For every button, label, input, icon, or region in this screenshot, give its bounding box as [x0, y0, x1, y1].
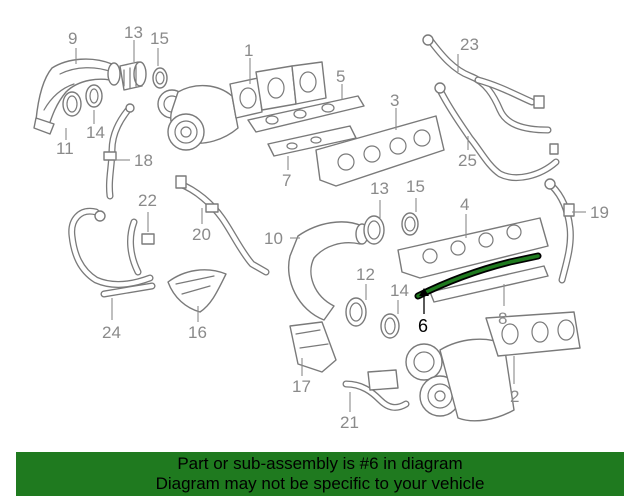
callout-18: 18: [134, 151, 153, 170]
ring-14b-part: [380, 313, 400, 339]
callout-3: 3: [390, 91, 399, 110]
coupler-12-part: [345, 297, 367, 327]
callout-2: 2: [510, 387, 519, 406]
callout-15b: 15: [406, 177, 425, 196]
callout-23: 23: [460, 35, 479, 54]
callout-8: 8: [498, 309, 507, 328]
coupler-13-part: [119, 61, 147, 91]
coolant-line-24-part: [68, 207, 156, 298]
turbocharger-1-part: [157, 61, 327, 151]
intake-pipe-10-part: [288, 221, 369, 321]
callout-4: 4: [460, 195, 469, 214]
coolant-line-20-part: [175, 175, 270, 276]
manifold-flange-4-part: [397, 217, 549, 279]
parts-diagram: 9 13 15 1 5 3 23 11 14 18 7 25 19 22 20 …: [33, 23, 609, 432]
callout-16: 16: [188, 323, 207, 342]
callout-14: 14: [86, 123, 105, 142]
ring-15b-part: [401, 212, 419, 236]
callout-12: 12: [356, 265, 375, 284]
callout-9: 9: [68, 29, 77, 48]
clamp-14-part: [62, 84, 103, 117]
turbocharger-2-part: [405, 311, 581, 422]
leader-lines: [65, 40, 586, 412]
part-info-banner: Part or sub-assembly is #6 in diagram Di…: [16, 452, 624, 496]
callout-11: 11: [56, 139, 74, 158]
heat-shield-16-part: [167, 269, 227, 313]
gasket-8-part: [429, 265, 549, 303]
callout-17: 17: [292, 377, 311, 396]
callout-13: 13: [124, 23, 143, 42]
callout-14b: 14: [390, 281, 409, 300]
callout-labels: 9 13 15 1 5 3 23 11 14 18 7 25 19 22 20 …: [56, 23, 609, 432]
oil-line-25-part: [434, 82, 560, 181]
callout-10: 10: [264, 229, 283, 248]
callout-15: 15: [150, 29, 169, 48]
callout-6[interactable]: 6: [418, 316, 428, 336]
oil-line-18-part: [103, 103, 135, 200]
coolant-line-22-part: [127, 218, 155, 276]
banner-line-1: Part or sub-assembly is #6 in diagram: [177, 454, 463, 473]
callout-19: 19: [590, 203, 609, 222]
banner-line-2: Diagram may not be specific to your vehi…: [155, 474, 485, 493]
callout-13b: 13: [370, 179, 389, 198]
oil-line-19-part: [544, 178, 575, 284]
callout-24: 24: [102, 323, 121, 342]
seal-6-part: [414, 252, 542, 300]
coupler-13b-part: [363, 215, 385, 245]
callout-20: 20: [192, 225, 211, 244]
exhaust-manifold-3-part: [315, 115, 445, 187]
intake-hose-part: [33, 58, 121, 135]
bracket-21-part: [342, 369, 410, 411]
callout-1: 1: [244, 41, 253, 60]
oil-line-23-part: [422, 34, 559, 155]
callout-5: 5: [336, 67, 345, 86]
ring-15-part: [152, 67, 168, 89]
callout-22: 22: [138, 191, 157, 210]
callout-7: 7: [282, 171, 291, 190]
shield-17-part: [289, 321, 337, 373]
callout-25: 25: [458, 151, 477, 170]
gasket-5-part: [247, 95, 365, 133]
callout-21: 21: [340, 413, 359, 432]
